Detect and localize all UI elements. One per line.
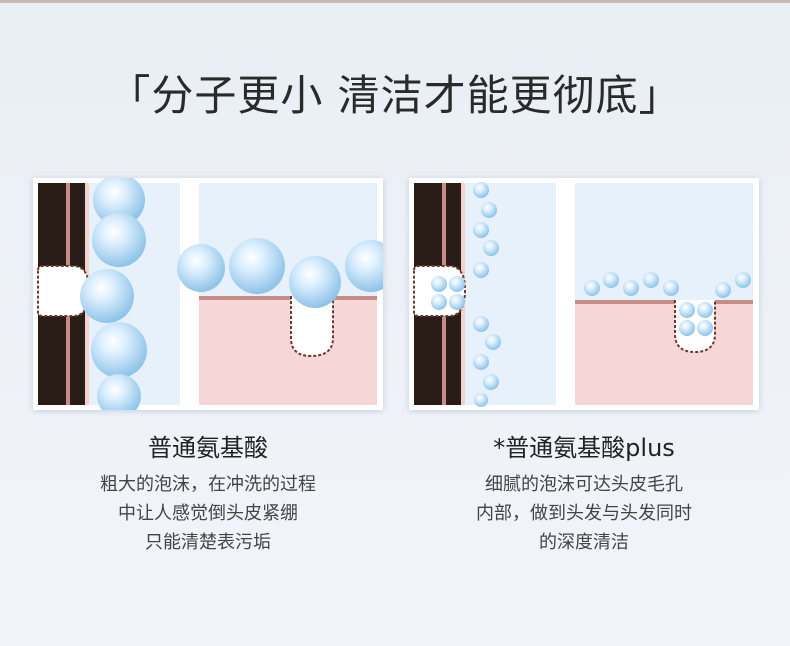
fine-foam-illustration: [409, 178, 759, 410]
left-caption-body: 粗大的泡沫，在冲洗的过程 中让人感觉倒头皮紧绷 只能清楚表污垢: [18, 470, 398, 557]
right-caption-line: 内部，做到头发与头发同时: [394, 499, 774, 528]
comparison-panel-right: [409, 178, 759, 410]
comparison-panel-left: [33, 178, 383, 410]
left-caption-line: 中让人感觉倒头皮紧绷: [18, 499, 398, 528]
right-caption-line: 的深度清洁: [394, 528, 774, 557]
top-border: [0, 0, 790, 3]
right-caption-line: 细腻的泡沫可达头皮毛孔: [394, 470, 774, 499]
right-caption-body: 细腻的泡沫可达头皮毛孔 内部，做到头发与头发同时 的深度清洁: [394, 470, 774, 557]
left-caption-line: 只能清楚表污垢: [18, 528, 398, 557]
large-foam-illustration: [33, 178, 383, 410]
right-caption-title: *普通氨基酸plus: [394, 428, 774, 463]
left-caption-line: 粗大的泡沫，在冲洗的过程: [18, 470, 398, 499]
left-caption-title: 普通氨基酸: [18, 428, 398, 463]
page-title: 「分子更小 清洁才能更彻底」: [0, 62, 790, 123]
